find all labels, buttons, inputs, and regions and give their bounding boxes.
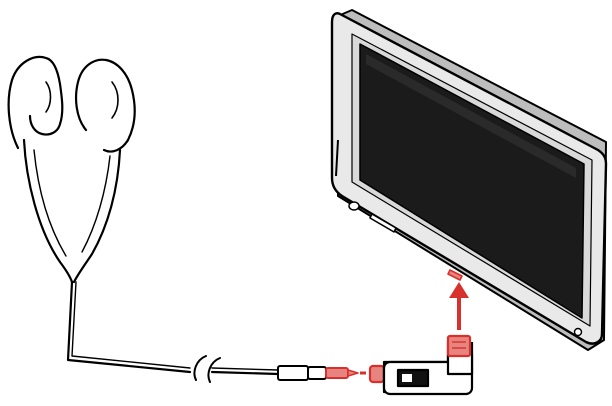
right-earbud xyxy=(75,58,136,153)
cable-break xyxy=(193,355,221,383)
headphone-port xyxy=(447,269,463,281)
plug-sleeve xyxy=(277,365,309,381)
insert-arrow xyxy=(449,282,469,330)
headphone-plug xyxy=(277,365,359,381)
left-earbud xyxy=(7,55,64,150)
main-cable xyxy=(66,280,192,374)
right-wire xyxy=(72,148,122,284)
adapter-plug-top xyxy=(446,334,472,358)
earphones xyxy=(7,55,280,383)
tablet-device xyxy=(330,9,608,351)
tablet-slot xyxy=(369,213,397,233)
right-angle-adapter xyxy=(368,334,474,396)
tablet-screen xyxy=(359,43,585,319)
tablet-button xyxy=(348,201,360,211)
plug-tip xyxy=(325,367,349,379)
left-wire xyxy=(22,138,74,284)
